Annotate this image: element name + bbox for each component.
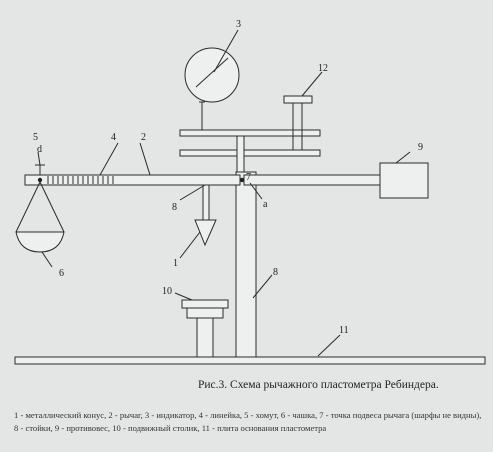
label-11: 11 xyxy=(339,325,349,336)
upper-bracket xyxy=(179,129,321,173)
movable-table xyxy=(181,299,229,358)
label-1: 1 xyxy=(173,258,178,269)
figure-caption-title: Рис.3. Схема рычажного пластометра Ребин… xyxy=(198,379,439,391)
leader-lines xyxy=(37,29,411,357)
label-7: 7 xyxy=(246,172,251,183)
pivot-point xyxy=(239,177,245,183)
cup xyxy=(15,181,65,253)
label-4: 4 xyxy=(111,132,116,143)
figure-legend-line-2: 8 - стойки, 9 - противовес, 10 - подвижн… xyxy=(14,423,327,433)
label-8-left: 8 xyxy=(172,202,177,213)
label-5: 5 xyxy=(33,132,38,143)
cone xyxy=(194,184,217,247)
ruler xyxy=(47,176,114,184)
label-10: 10 xyxy=(162,286,172,297)
adjust-screw xyxy=(283,95,313,150)
counterweight xyxy=(379,162,429,199)
label-2: 2 xyxy=(141,132,146,143)
label-12: 12 xyxy=(318,63,328,74)
callout-labels: 1 2 3 4 5 6 7 8 8 9 10 11 12 a d xyxy=(33,19,423,336)
base-plate xyxy=(14,356,486,365)
label-3: 3 xyxy=(236,19,241,30)
label-d: d xyxy=(37,144,42,155)
plastometer-scheme: 1 2 3 4 5 6 7 8 8 9 10 11 12 a d xyxy=(14,19,486,365)
label-a: a xyxy=(263,199,268,210)
stand-main xyxy=(235,171,257,358)
indicator-dial xyxy=(184,47,240,130)
label-6: 6 xyxy=(59,268,64,279)
figure-legend-line-1: 1 - металлический конус, 2 - рычаг, 3 - … xyxy=(14,410,482,420)
label-8-right: 8 xyxy=(273,267,278,278)
label-9: 9 xyxy=(418,142,423,153)
